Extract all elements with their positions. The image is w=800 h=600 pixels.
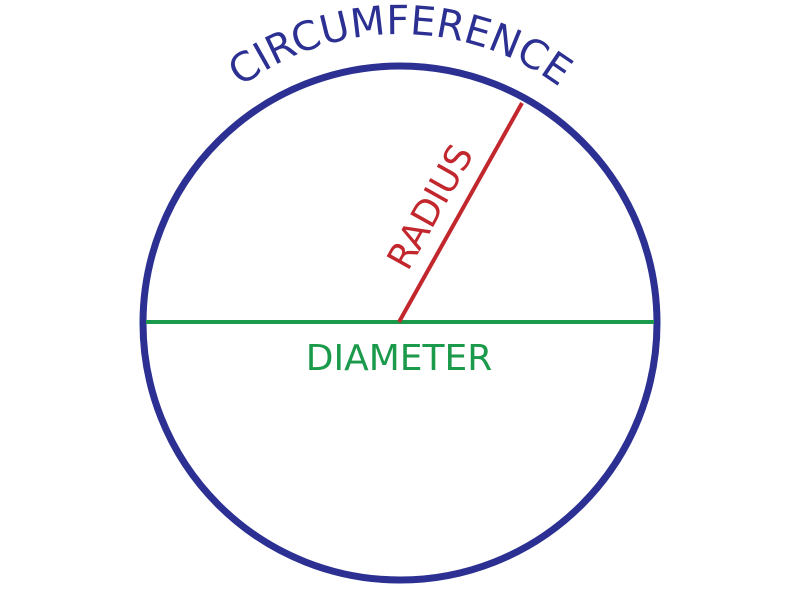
- circumference-circle: [139, 62, 661, 584]
- radius-line: [397, 102, 524, 323]
- circumference-label: CIRCUMFERENCE: [220, 0, 580, 95]
- radius-label: RADIUS: [380, 138, 482, 276]
- circumference-label-text: CIRCUMFERENCE: [220, 0, 580, 95]
- diameter-label: DIAMETER: [306, 338, 493, 379]
